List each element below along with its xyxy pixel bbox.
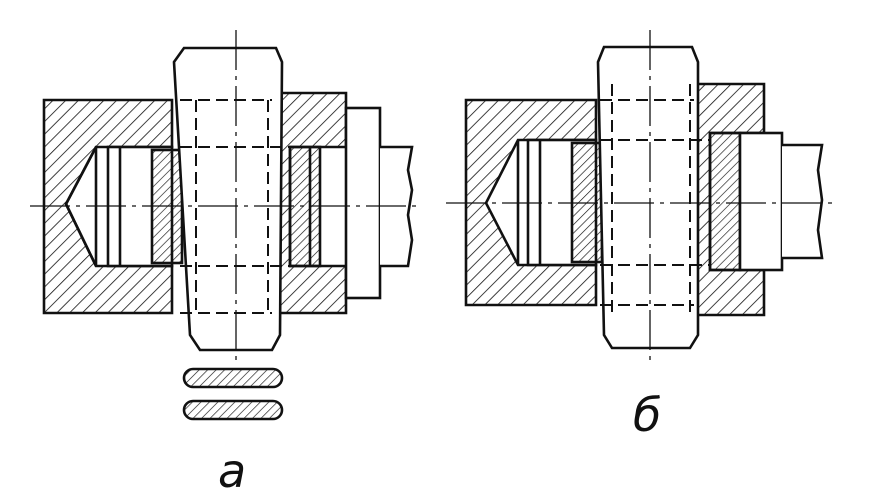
shaft-stub-b [782, 143, 824, 260]
shaft-b [738, 131, 784, 272]
view-b [446, 30, 836, 362]
pin-section-2 [182, 399, 284, 421]
label-b: б [633, 388, 662, 442]
view-a [30, 30, 420, 421]
flange [344, 106, 382, 300]
housing-left-section-b [464, 98, 598, 307]
pin [172, 46, 284, 352]
label-a: а [218, 444, 247, 498]
pin-section-1 [182, 367, 284, 389]
pin-b [596, 45, 700, 350]
